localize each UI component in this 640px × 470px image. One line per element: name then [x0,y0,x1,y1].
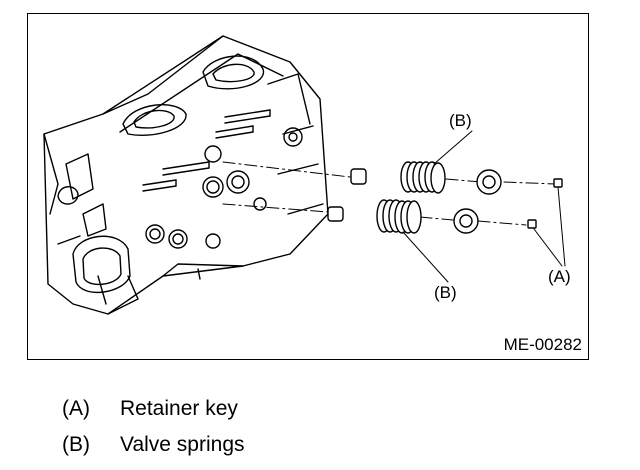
upper-valve-spring [400,161,446,194]
assembly-axis-lines [222,161,557,226]
upper-valve-seal [350,168,367,185]
callout-valve-spring-upper: (B) [449,111,472,130]
lower-valve-assembly [327,199,537,234]
callout-retainer-key: (A) [548,267,571,286]
upper-retainer-key [553,178,563,188]
legend-key: (A) [62,397,90,420]
legend-text: Valve springs [120,433,245,456]
legend-item-retainer-key: (A) Retainer key [62,398,238,419]
cylinder-head-drawing [43,35,566,315]
lower-spring-retainer [453,208,479,234]
lower-valve-seal [327,206,344,222]
figure-code: ME-00282 [503,335,582,354]
callout-valve-spring-lower: (B) [434,283,457,302]
legend-item-valve-springs: (B) Valve springs [62,434,245,455]
valve-stems [142,109,271,192]
cylinder-head [43,35,329,315]
upper-spring-retainer [476,169,502,195]
lower-retainer-key [527,219,537,229]
legend-text: Retainer key [120,397,238,420]
figure-frame: (B) (B) (A) ME-00282 [27,13,589,360]
legend-key: (B) [62,433,90,456]
upper-valve-assembly [350,161,563,195]
lower-valve-spring [376,199,422,234]
leader-lines [402,130,566,283]
